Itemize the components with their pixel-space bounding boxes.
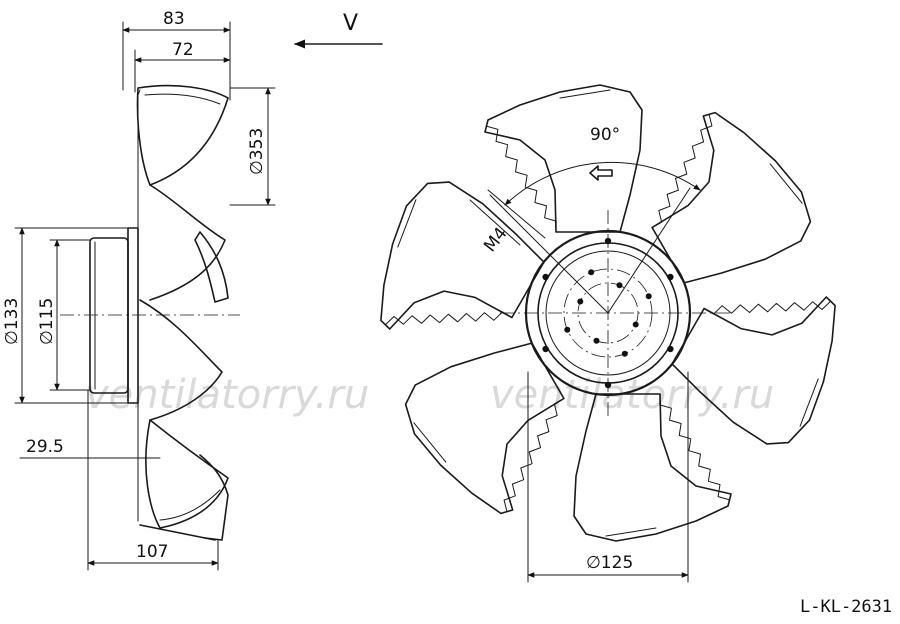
side-blades: [136, 84, 229, 541]
hub-hole: [621, 350, 628, 357]
blade-serration-3: [703, 300, 832, 315]
front-blades: [380, 84, 836, 542]
front-view: 90° M4 ∅125: [380, 84, 836, 583]
dim-107: 107: [136, 542, 168, 562]
blade-serration-1: [485, 125, 557, 233]
motor-housing: [89, 237, 129, 394]
hub-hole: [616, 282, 623, 289]
blade-serration-6: [384, 311, 513, 326]
hub-hole: [588, 269, 595, 276]
hub-hole: [577, 298, 584, 305]
dim-125: ∅125: [586, 553, 633, 573]
blade-4: [573, 393, 732, 542]
blade-slot-3: [799, 378, 819, 427]
dim-72: 72: [172, 40, 194, 60]
dim-115: ∅115: [37, 298, 57, 345]
hub-holes: [542, 237, 674, 389]
blade-serration-4: [659, 393, 731, 501]
watermark-right: ventilatorry.ru: [490, 372, 774, 418]
label-m4: M4: [480, 224, 511, 256]
dim-83: 83: [163, 9, 185, 29]
flange-hole: [542, 345, 549, 353]
watermark-left: ventilatorry.ru: [85, 372, 369, 418]
blade-3: [671, 296, 836, 445]
blade-slot-2: [769, 163, 803, 204]
blade-serration-2: [651, 113, 713, 228]
drawing-code: L-KL-2631: [800, 597, 892, 617]
blade-5: [404, 342, 565, 515]
rotation-arrow: [589, 165, 613, 181]
hub-hole: [564, 326, 571, 333]
dim-90: 90°: [590, 125, 620, 145]
dim-29-5: 29.5: [26, 437, 64, 457]
airflow-indicator: V: [293, 11, 383, 49]
blade-slot-4: [605, 527, 657, 537]
angle-arc: [504, 161, 701, 206]
blade-slot-1: [559, 89, 611, 99]
hub-hole: [645, 293, 652, 300]
dim-353: ∅353: [247, 128, 267, 175]
dim-133: ∅133: [2, 298, 22, 345]
airflow-label: V: [343, 11, 358, 36]
hub-hole: [593, 337, 600, 344]
blade-6: [380, 181, 545, 330]
blade-slot-5: [413, 422, 447, 463]
flange-hole: [667, 345, 674, 353]
hub-hole: [632, 321, 639, 328]
flange-hole: [542, 273, 549, 281]
blade-2: [651, 111, 812, 284]
blade-serration-5: [503, 398, 565, 513]
blade-1: [484, 84, 643, 233]
blade-slot-6: [397, 199, 417, 248]
side-view: [60, 84, 240, 541]
side-dimensions: 83 72 ∅353 ∅133 ∅115 29.5 107: [2, 9, 276, 571]
flange-hole: [667, 273, 674, 281]
